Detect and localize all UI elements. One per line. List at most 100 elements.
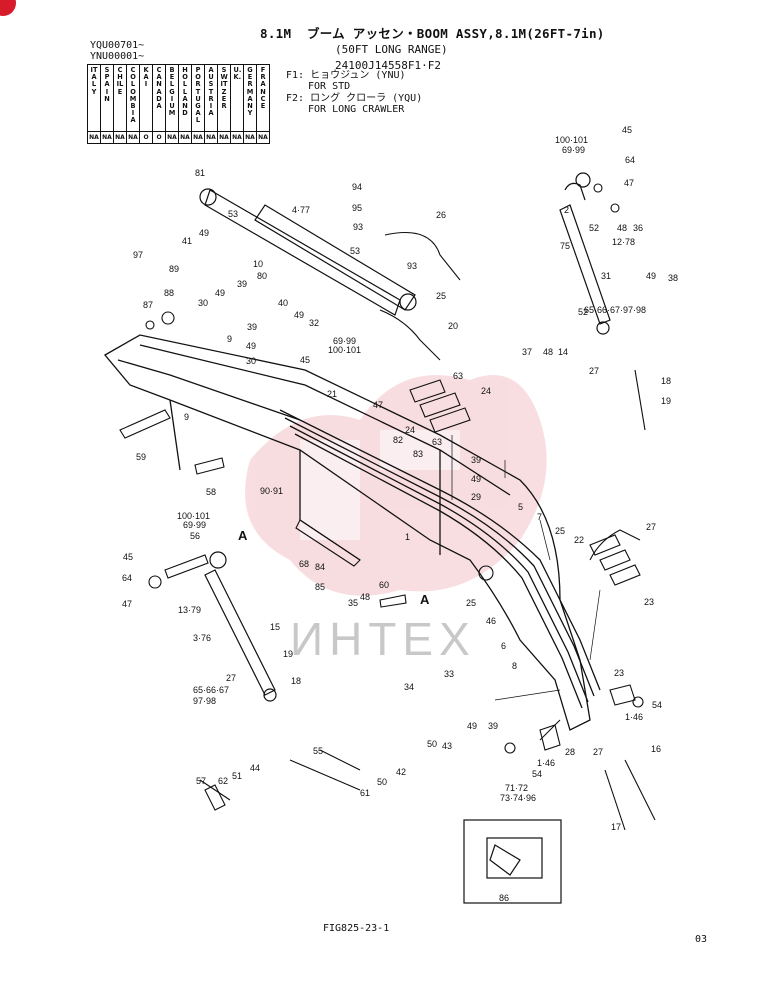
callout: 30: [246, 356, 256, 366]
callout: 63: [453, 371, 463, 381]
callout: 48: [617, 223, 627, 233]
callout: 95: [352, 203, 362, 213]
callout: 27: [593, 747, 603, 757]
code-cell: NA: [256, 131, 270, 144]
country-cell: PORTUGAL: [191, 64, 205, 132]
callout: 100·101: [555, 135, 588, 145]
callout: 68: [299, 559, 309, 569]
callout: 9: [227, 334, 232, 344]
watermark-logo: [245, 375, 547, 596]
serial-range-2: YNU00001~: [90, 51, 145, 62]
callout-73-74-96: 73·74·96: [500, 793, 536, 803]
callout: 54: [532, 769, 542, 779]
callout: 23: [644, 597, 654, 607]
figure-id: FIG825-23-1: [323, 923, 390, 934]
callout: 13·79: [178, 605, 201, 615]
callout: 94: [352, 182, 362, 192]
callout: 38: [668, 273, 678, 283]
leader-lines: [451, 435, 601, 701]
callout: 26: [436, 210, 446, 220]
callout-69-99: 69·99: [562, 145, 585, 155]
callout: 20: [448, 321, 458, 331]
code-cell: NA: [243, 131, 257, 144]
pins-and-fasteners: [119, 183, 644, 811]
callout: 34: [404, 682, 414, 692]
callout: 18: [661, 376, 671, 386]
callout: 28: [565, 747, 575, 757]
callout: 24: [481, 386, 491, 396]
country-table: ITALY SPAIN CHILE COLOMBIA KAI CANADA BE…: [87, 64, 270, 144]
callout: 75: [560, 241, 570, 251]
callout: 65·66·67: [193, 685, 229, 695]
callout: 46: [486, 616, 496, 626]
boom-cylinder: [199, 188, 417, 316]
callout: 48: [543, 347, 553, 357]
callout: 14: [558, 347, 568, 357]
section-marker: A: [420, 592, 430, 607]
callout: 86: [499, 893, 509, 903]
callout: 21: [327, 389, 337, 399]
callout: 3·76: [193, 633, 211, 643]
part-number: 24100J14558F1·F2: [335, 59, 441, 72]
callout: 51: [232, 771, 242, 781]
country-cell: GERMANY: [243, 64, 257, 132]
callout: 69·99: [333, 336, 356, 346]
callout: 1·46: [625, 712, 643, 722]
callout: 15: [270, 622, 280, 632]
callout: 89: [169, 264, 179, 274]
callout: 33: [444, 669, 454, 679]
callout: 48: [360, 592, 370, 602]
page-title: 8.1M ブーム アッセン・BOOM ASSY,8.1M(26FT-7in): [260, 26, 605, 41]
callout: 47: [122, 599, 132, 609]
serial-range-1: YQU00701~: [90, 40, 145, 51]
callout: 39: [237, 279, 247, 289]
callout: 2: [564, 205, 569, 215]
callout: 49: [246, 341, 256, 351]
section-marker: A: [238, 528, 248, 543]
callout: 71·72: [505, 783, 528, 793]
callout: 1: [405, 532, 410, 542]
callout: 31: [601, 271, 611, 281]
callout: 39: [488, 721, 498, 731]
callout-69-99-b: 69·99: [183, 520, 206, 530]
callout: 39: [247, 322, 257, 332]
country-codes-row: NA NA NA NA O O NA NA NA NA NA NA NA NA: [87, 131, 270, 144]
callout: 25: [466, 598, 476, 608]
callout: 6: [501, 641, 506, 651]
callout: 45: [300, 355, 310, 365]
callout: 25: [555, 526, 565, 536]
option-f1-desc: FOR STD: [308, 81, 351, 92]
callout: 22: [574, 535, 584, 545]
callout: 7: [537, 512, 542, 522]
callout: 43: [442, 741, 452, 751]
callout: 12·78: [612, 237, 635, 247]
callout: 52: [589, 223, 599, 233]
callout: 24: [405, 425, 415, 435]
callout: 87: [143, 300, 153, 310]
callout: 65·66·67·97·98: [584, 305, 646, 315]
callout: 36: [633, 223, 643, 233]
code-cell: NA: [191, 131, 205, 144]
callout: 23: [614, 668, 624, 678]
callout: 4·77: [292, 205, 310, 215]
callout: 50: [377, 777, 387, 787]
callout: 32: [309, 318, 319, 328]
callout: 49: [646, 271, 656, 281]
callout: 40: [278, 298, 288, 308]
callout: 16: [651, 744, 661, 754]
code-cell: O: [152, 131, 166, 144]
callout: 25: [436, 291, 446, 301]
page-subtitle: (50FT LONG RANGE): [335, 43, 448, 56]
callout: 53: [350, 246, 360, 256]
callout: 93: [407, 261, 417, 271]
callout: 52: [578, 307, 588, 317]
callout: 10: [253, 259, 263, 269]
callout: 9: [184, 412, 189, 422]
corner-marker: [0, 0, 16, 16]
callout: 53: [228, 209, 238, 219]
callout: 27: [226, 673, 236, 683]
callout: 62: [218, 776, 228, 786]
callout: 17: [611, 822, 621, 832]
callout: 64: [625, 155, 635, 165]
